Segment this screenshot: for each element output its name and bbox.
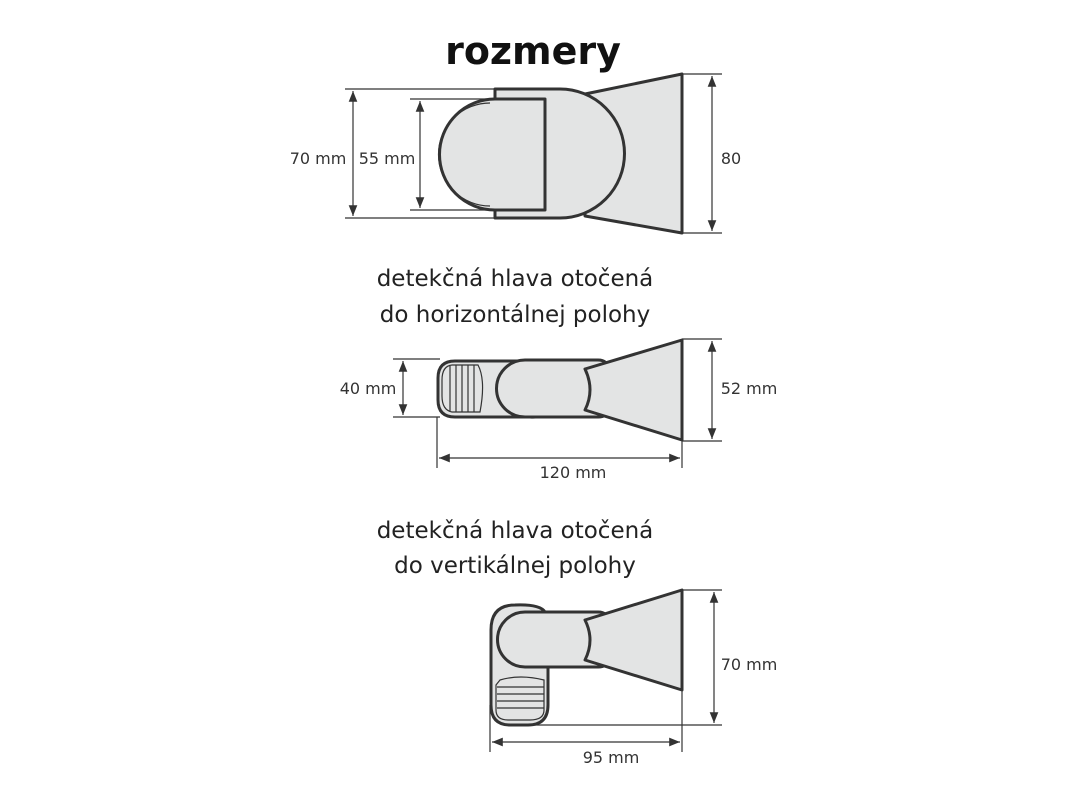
caption-vertical-1: detekčná hlava otočená (377, 518, 654, 544)
dim-horizontal-length: 120 mm (540, 463, 607, 482)
dim-outer-height: 70 mm (290, 149, 347, 168)
dim-horizontal-height: 40 mm (340, 379, 397, 398)
caption-horizontal-2: do horizontálnej polohy (380, 302, 650, 328)
dim-horizontal-funnel: 52 mm (721, 379, 778, 398)
title: rozmery (445, 29, 621, 73)
front-view-drawing (345, 72, 722, 235)
vertical-view-drawing (489, 588, 722, 752)
dim-head-height: 55 mm (359, 149, 416, 168)
caption-horizontal-1: detekčná hlava otočená (377, 266, 654, 292)
dim-vertical-height: 70 mm (721, 655, 778, 674)
dim-funnel-height: 80 (721, 149, 741, 168)
caption-vertical-2: do vertikálnej polohy (394, 553, 636, 579)
horizontal-view-drawing (393, 338, 722, 468)
dim-vertical-length: 95 mm (583, 748, 640, 767)
